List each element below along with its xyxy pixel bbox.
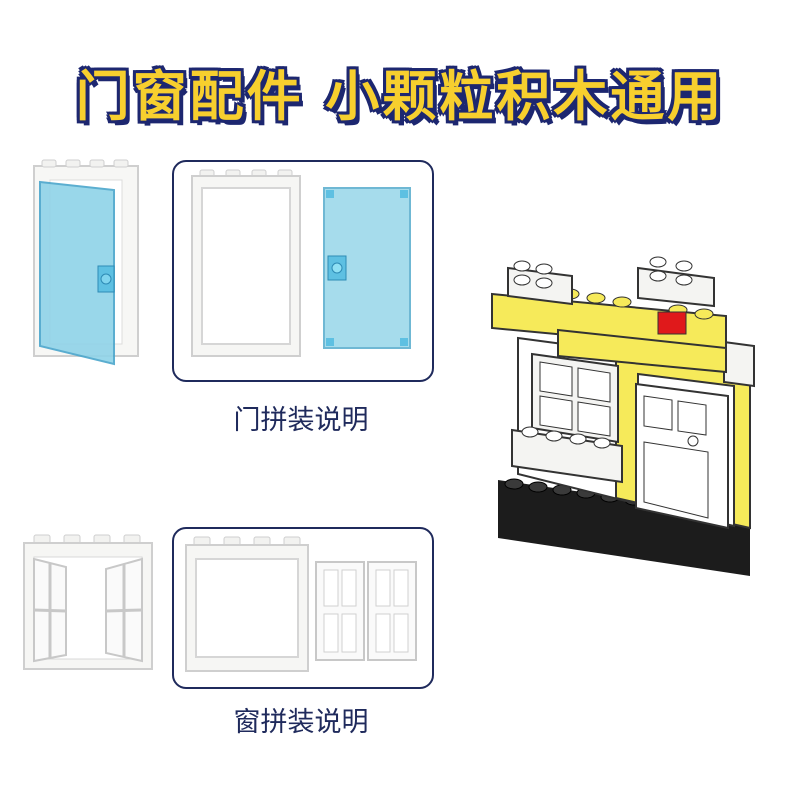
- door-panel-illustration: [323, 187, 411, 349]
- assembled-door-illustration: [33, 159, 139, 366]
- window-caption: 窗拼装说明: [233, 707, 369, 738]
- assembled-window-illustration: [23, 534, 153, 670]
- door-frame-illustration: [191, 169, 301, 357]
- brick-house-illustration: [491, 256, 755, 576]
- window-sash-illustration: [315, 561, 417, 661]
- door-caption: 门拼装说明: [233, 405, 369, 436]
- page-title: 门窗配件 小颗粒积木通用: [75, 65, 725, 128]
- window-frame-illustration: [185, 536, 309, 672]
